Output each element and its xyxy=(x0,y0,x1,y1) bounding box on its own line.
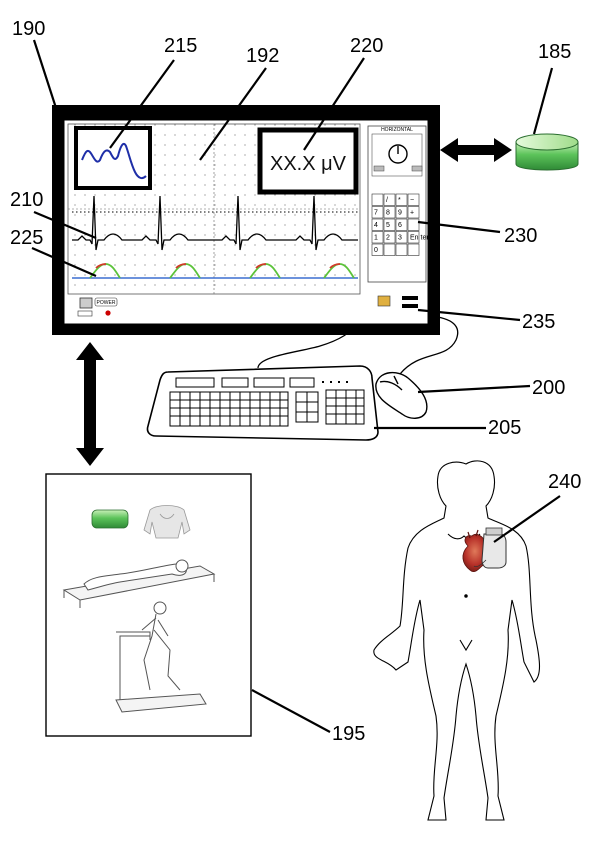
power-label: POWER xyxy=(97,300,116,306)
control-panel-title: HORIZONTAL xyxy=(381,127,413,133)
port-slot-1 xyxy=(402,296,418,300)
keypad-key[interactable] xyxy=(371,218,384,231)
exam-bed xyxy=(62,559,216,608)
keypad-key-label: 1 xyxy=(374,235,378,242)
keypad-key[interactable] xyxy=(371,231,384,244)
keypad-key[interactable] xyxy=(407,218,420,231)
label-192: 192 xyxy=(246,45,279,67)
ecg-trace xyxy=(72,195,358,251)
label-215: 215 xyxy=(164,35,197,57)
keyboard xyxy=(146,365,379,441)
label-185: 185 xyxy=(538,41,571,63)
keypad-key[interactable] xyxy=(383,218,396,231)
label-230: 230 xyxy=(504,225,537,247)
label-200: 200 xyxy=(532,377,565,399)
leader-lines xyxy=(31,39,561,733)
keypad-key-label: * xyxy=(398,197,401,204)
keypad-key[interactable] xyxy=(383,243,396,256)
remote-device xyxy=(515,133,579,171)
keypad-key[interactable] xyxy=(395,243,408,256)
keypad-key[interactable] xyxy=(383,206,396,219)
keypad-key[interactable] xyxy=(407,243,420,256)
keypad-key-label: En ter xyxy=(410,235,429,242)
monitor: XX.X μV POWER HORIZONTAL / * − 7 8 9 +4 xyxy=(52,105,440,335)
keypad-key-label: − xyxy=(410,197,414,204)
knob-right-button[interactable] xyxy=(411,165,423,172)
mouse xyxy=(375,371,428,419)
keypad-key-label: 7 xyxy=(374,210,378,217)
power-led xyxy=(105,310,111,316)
keypad-key-label: / xyxy=(386,197,388,204)
keypad-key[interactable] xyxy=(371,206,384,219)
label-205: 205 xyxy=(488,417,521,439)
human-figure xyxy=(373,460,541,821)
power-switch-icon xyxy=(77,310,93,317)
power-label-box xyxy=(94,297,118,307)
keypad-key-label: 0 xyxy=(374,247,378,254)
voltage-readout-box xyxy=(257,127,359,195)
label-190: 190 xyxy=(12,18,45,40)
keypad-key[interactable] xyxy=(383,231,396,244)
keypad-key[interactable] xyxy=(395,206,408,219)
keypad-key-label: 8 xyxy=(386,210,390,217)
voltage-readout: XX.X μV xyxy=(270,153,347,175)
port-slot-2 xyxy=(402,304,418,308)
keypad-key[interactable] xyxy=(407,206,420,219)
keypad-key[interactable] xyxy=(407,193,420,206)
power-button[interactable] xyxy=(79,297,93,309)
keypad-key-label: 6 xyxy=(398,222,402,229)
knob-left-button[interactable] xyxy=(373,165,385,172)
marker-pulses xyxy=(89,263,355,279)
test-setup-panel xyxy=(45,473,252,737)
keypad-key-label: 5 xyxy=(386,222,390,229)
keypad-key-label: 2 xyxy=(386,235,390,242)
label-240: 240 xyxy=(548,471,581,493)
keypad-key[interactable] xyxy=(383,193,396,206)
keypad-key[interactable] xyxy=(407,231,420,244)
keypad-key-label: 3 xyxy=(398,235,402,242)
label-220: 220 xyxy=(350,35,383,57)
inset-plot-trace xyxy=(81,142,147,180)
keypad-key[interactable] xyxy=(395,193,408,206)
keypad-key[interactable] xyxy=(371,243,384,256)
reference-numerals: 190 215 192 220 185 210 225 230 235 200 … xyxy=(10,18,581,745)
treadmill xyxy=(115,631,207,713)
keypad-key-label: 9 xyxy=(398,210,402,217)
label-195: 195 xyxy=(332,723,365,745)
torso-icon xyxy=(143,505,191,539)
runner xyxy=(141,601,181,691)
label-210: 210 xyxy=(10,189,43,211)
double-arrow-horizontal xyxy=(440,138,512,162)
keypad-key[interactable] xyxy=(395,231,408,244)
label-225: 225 xyxy=(10,227,43,249)
mouse-cable xyxy=(399,315,459,375)
label-235: 235 xyxy=(522,311,555,333)
test-device-icon xyxy=(91,509,129,529)
keyboard-cable xyxy=(257,323,357,369)
keypad-key[interactable] xyxy=(395,218,408,231)
keypad-key[interactable] xyxy=(371,193,384,206)
port-icon xyxy=(377,295,391,307)
keypad-key-label: 4 xyxy=(374,222,378,229)
keypad-key-label: + xyxy=(410,210,414,217)
keypad: / * − 7 8 9 +4 5 6 1 2 3 En ter 0 xyxy=(371,193,429,256)
double-arrow-vertical xyxy=(76,342,104,466)
